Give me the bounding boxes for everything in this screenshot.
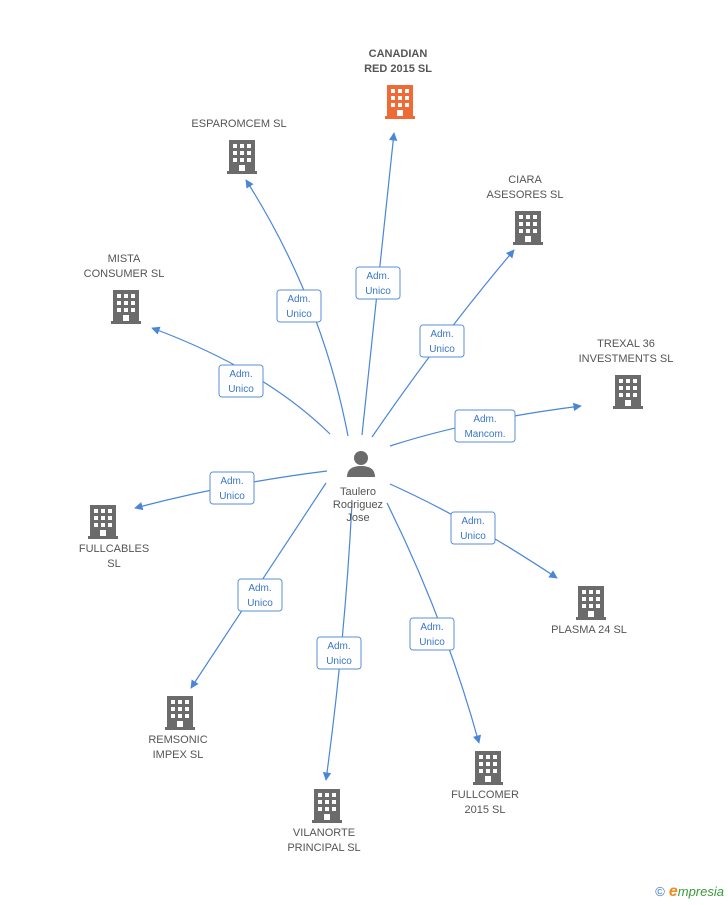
building-icon: [513, 211, 543, 245]
role-text: Adm.: [420, 622, 443, 633]
company-name: ESPAROMCEM SL: [191, 118, 286, 130]
role-badge-ciara[interactable]: Adm. Unico: [419, 324, 465, 358]
company-name: MISTA: [108, 253, 141, 265]
person-icon: [347, 451, 375, 477]
company-name: VILANORTE: [293, 827, 355, 839]
role-text: Adm.: [327, 641, 350, 652]
role-text: Unico: [460, 531, 486, 542]
company-name: ASESORES SL: [486, 189, 563, 201]
company-name: TREXAL 36: [597, 338, 655, 350]
company-node-plasma[interactable]: PLASMA 24 SL: [551, 586, 627, 636]
role-text: Mancom.: [464, 429, 505, 440]
brand-initial: e: [668, 883, 678, 900]
role-badge-fullcables[interactable]: Adm. Unico: [209, 471, 255, 505]
company-name: FULLCABLES: [79, 543, 149, 555]
role-text: Adm.: [287, 294, 310, 305]
building-icon: [385, 85, 415, 119]
role-text: Unico: [429, 344, 455, 355]
role-badge-remsonic[interactable]: Adm. Unico: [237, 578, 283, 612]
company-node-vilanorte[interactable]: VILANORTE PRINCIPAL SL: [287, 789, 361, 854]
empresia-footer: ©empresia: [655, 883, 724, 901]
person-name: Rodriguez: [333, 499, 383, 511]
building-icon: [111, 290, 141, 324]
role-text: Adm.: [461, 516, 484, 527]
company-node-ciara[interactable]: CIARA ASESORES SL: [486, 174, 564, 245]
role-badge-vilanorte[interactable]: Adm. Unico: [316, 636, 362, 670]
company-node-mista[interactable]: MISTA CONSUMER SL: [84, 253, 165, 324]
company-name: INVESTMENTS SL: [579, 353, 674, 365]
company-name: FULLCOMER: [451, 789, 519, 801]
role-text: Unico: [419, 637, 445, 648]
company-name: CIARA: [508, 174, 542, 186]
company-node-fullcomer[interactable]: FULLCOMER 2015 SL: [451, 751, 519, 816]
building-icon: [312, 789, 342, 823]
role-text: Unico: [365, 286, 391, 297]
role-badge-canadian[interactable]: Adm. Unico: [355, 266, 401, 300]
building-icon: [473, 751, 503, 785]
role-badge-plasma[interactable]: Adm. Unico: [450, 511, 496, 545]
company-name: CANADIAN: [369, 48, 428, 60]
role-badge-mista[interactable]: Adm. Unico: [218, 364, 264, 398]
company-node-remsonic[interactable]: REMSONIC IMPEX SL: [148, 696, 208, 761]
company-name: PLASMA 24 SL: [551, 624, 627, 636]
role-text: Adm.: [430, 329, 453, 340]
company-node-fullcables[interactable]: FULLCABLES SL: [79, 505, 149, 570]
company-node-canadian[interactable]: CANADIAN RED 2015 SL: [364, 48, 432, 119]
person-name: Jose: [346, 512, 369, 524]
company-node-esparomcem[interactable]: ESPAROMCEM SL: [191, 118, 287, 174]
role-text: Adm.: [248, 583, 271, 594]
company-name: IMPEX SL: [153, 749, 204, 761]
brand-name: mpresia: [677, 884, 724, 899]
building-icon: [165, 696, 195, 730]
role-text: Adm.: [366, 271, 389, 282]
role-badge-esparomcem[interactable]: Adm. Unico: [276, 289, 322, 323]
role-text: Unico: [228, 384, 254, 395]
company-name: SL: [107, 558, 120, 570]
building-icon: [227, 140, 257, 174]
building-icon: [613, 375, 643, 409]
role-text: Unico: [286, 309, 312, 320]
role-text: Unico: [247, 598, 273, 609]
role-text: Adm.: [473, 414, 496, 425]
role-text: Unico: [219, 491, 245, 502]
role-text: Adm.: [229, 369, 252, 380]
company-name: CONSUMER SL: [84, 268, 165, 280]
role-text: Unico: [326, 656, 352, 667]
company-name: 2015 SL: [465, 804, 506, 816]
building-icon: [88, 505, 118, 539]
building-icon: [576, 586, 606, 620]
company-name: REMSONIC: [148, 734, 207, 746]
role-text: Adm.: [220, 476, 243, 487]
copyright-icon: ©: [655, 884, 665, 899]
role-badge-trexal[interactable]: Adm. Mancom.: [454, 409, 516, 443]
person-name: Taulero: [340, 486, 376, 498]
company-name: RED 2015 SL: [364, 63, 432, 75]
company-name: PRINCIPAL SL: [287, 842, 360, 854]
company-node-trexal[interactable]: TREXAL 36 INVESTMENTS SL: [579, 338, 674, 409]
role-badge-fullcomer[interactable]: Adm. Unico: [409, 617, 455, 651]
